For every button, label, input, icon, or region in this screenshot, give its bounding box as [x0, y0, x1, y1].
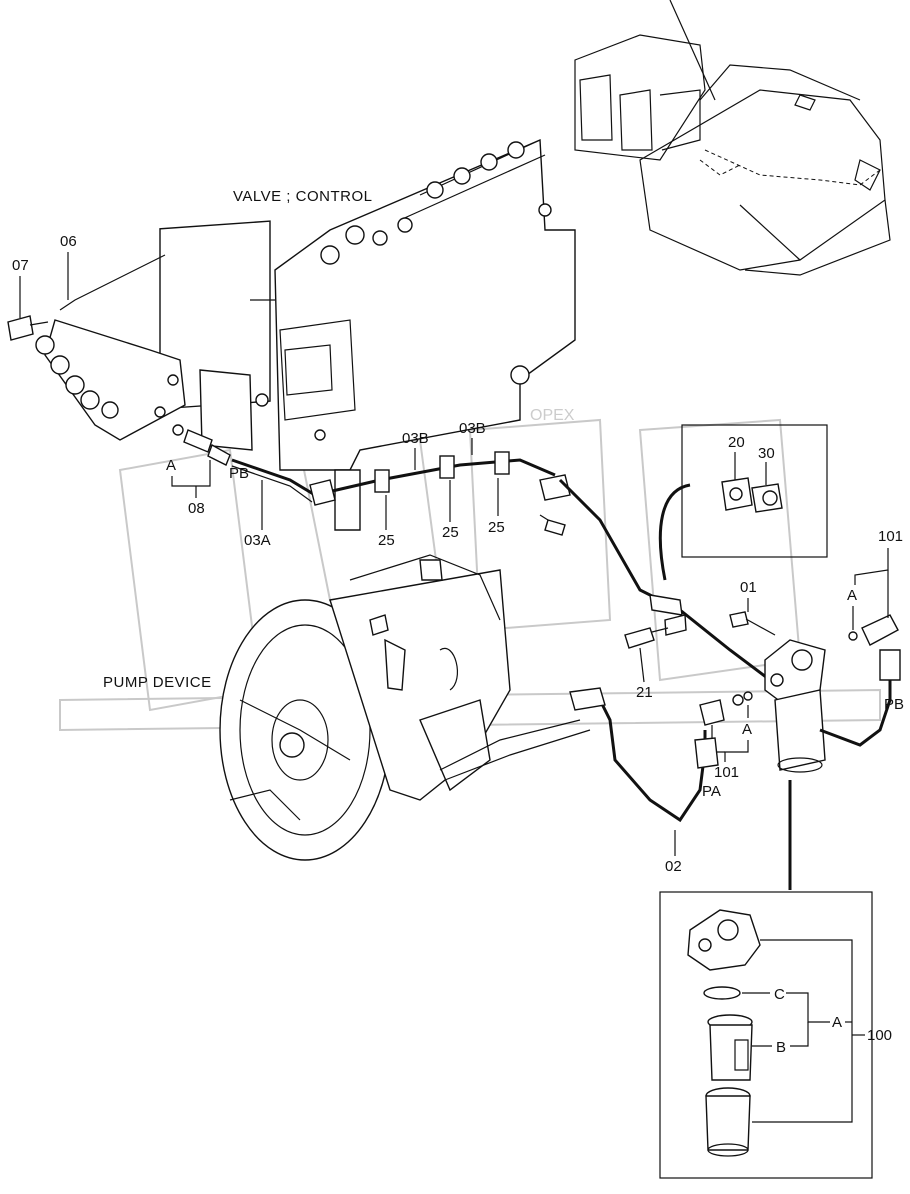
valve-title: VALVE ; CONTROL: [233, 188, 372, 205]
callout-06: 06: [60, 233, 77, 250]
callout-101-top: 101: [878, 528, 903, 545]
hose-PB: [819, 680, 892, 747]
callout-A-inset: A: [832, 1014, 842, 1031]
callout-25-1: 25: [378, 532, 395, 549]
bolt: [544, 519, 566, 536]
fitting-08: [172, 424, 231, 466]
callout-A-mid: A: [742, 721, 752, 738]
callout-03B-2: 03B: [459, 420, 486, 437]
callout-30: 30: [758, 445, 775, 462]
pilot-valve-block: [7, 254, 186, 441]
callout-A-valve: A: [166, 457, 176, 474]
callout-20: 20: [728, 434, 745, 451]
callout-07: 07: [12, 257, 29, 274]
callout-A-top: A: [847, 587, 857, 604]
callout-03A: 03A: [244, 532, 271, 549]
callout-21: 21: [636, 684, 653, 701]
callout-101-mid: 101: [714, 764, 739, 781]
excavator-overview: [574, 0, 891, 276]
callout-25-3: 25: [488, 519, 505, 536]
inset-clamp-box: [681, 424, 828, 558]
pump-device: [219, 554, 591, 861]
bolt-01: [729, 611, 749, 628]
hose-02: [575, 698, 707, 823]
watermark-text: OPEX: [530, 407, 575, 424]
hose-clamps: [309, 451, 571, 506]
callout-100: 100: [867, 1027, 892, 1044]
fitting-101-mid: [699, 699, 725, 726]
callout-08: 08: [188, 500, 205, 517]
callout-C: C: [774, 986, 785, 1003]
port-PA: PA: [702, 783, 721, 800]
fitting-101-top: [861, 614, 899, 646]
filter-exploded: [687, 909, 761, 1157]
port-PB-right: PB: [884, 696, 904, 713]
inset-pointer: [658, 483, 691, 581]
pump-title: PUMP DEVICE: [103, 674, 212, 691]
bolt-21: [624, 627, 655, 649]
port-PB-valve: PB: [229, 465, 249, 482]
callout-B: B: [776, 1039, 786, 1056]
line-filter: [764, 639, 826, 773]
callout-25-2: 25: [442, 524, 459, 541]
callout-01: 01: [740, 579, 757, 596]
control-valve: [159, 138, 576, 531]
callout-03B-1: 03B: [402, 430, 429, 447]
inset-filter-box: [659, 891, 873, 1179]
callout-02: 02: [665, 858, 682, 875]
